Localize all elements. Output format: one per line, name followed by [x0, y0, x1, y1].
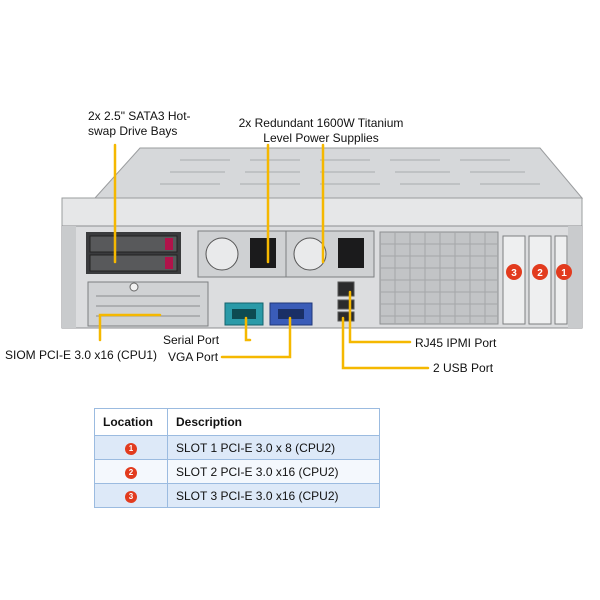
- slot-marker-icon: 3: [125, 491, 137, 503]
- table-cell-location: 3: [94, 483, 168, 508]
- callout-usb: [341, 316, 430, 370]
- slot-marker-2-text: 2: [537, 268, 543, 279]
- usb-port-label: 2 USB Port: [433, 361, 494, 375]
- slot-marker-3: 3: [506, 264, 522, 280]
- slot-marker-icon: 2: [125, 467, 137, 479]
- slot-marker-2: 2: [532, 264, 548, 280]
- drive-bay-2[interactable]: [89, 254, 178, 272]
- serial-port-label: Serial Port: [163, 333, 220, 347]
- drive-bay-2-release-icon: [165, 257, 173, 269]
- vga-port-label: VGA Port: [168, 350, 219, 364]
- psu-2-socket-icon: [338, 238, 364, 268]
- slot-marker-icon: 1: [125, 443, 137, 455]
- lid-vent-slots: [160, 159, 540, 185]
- siom-screw-icon: [129, 282, 139, 292]
- vga-port-connector-icon: [278, 309, 304, 319]
- rj45-ipmi-port-label: RJ45 IPMI Port: [415, 336, 497, 350]
- drive-bay-1[interactable]: [89, 235, 178, 253]
- usb-port-1: [337, 299, 355, 310]
- callout-siom: [98, 313, 162, 342]
- psu-1-fan-icon: [205, 237, 239, 271]
- table-cell-description: SLOT 1 PCI-E 3.0 x 8 (CPU2): [167, 435, 380, 460]
- rj45-ipmi-port: [337, 281, 355, 297]
- table-cell-description: SLOT 3 PCI-E 3.0 x16 (CPU2): [167, 483, 380, 508]
- table-row: 2 SLOT 2 PCI-E 3.0 x16 (CPU2): [94, 459, 380, 484]
- slot-marker-1-text: 1: [561, 268, 567, 279]
- siom-label: SIOM PCI-E 3.0 x16 (CPU1): [5, 348, 158, 362]
- chassis-right-rail: [568, 226, 582, 328]
- table-header-location: Location: [94, 408, 168, 436]
- callout-serial: [244, 316, 252, 342]
- table-row: 1 SLOT 1 PCI-E 3.0 x 8 (CPU2): [94, 435, 380, 460]
- table-cell-location: 1: [94, 435, 168, 460]
- pcie-slot-1-bracket: [554, 235, 568, 325]
- table-cell-description: SLOT 2 PCI-E 3.0 x16 (CPU2): [167, 459, 380, 484]
- siom-slot: [87, 281, 209, 327]
- table-cell-location: 2: [94, 459, 168, 484]
- power-supplies-label-line1: 2x Redundant 1600W Titanium: [238, 116, 404, 130]
- pcie-slot-table: Location Description 1 SLOT 1 PCI-E 3.0 …: [94, 408, 380, 508]
- psu-1-socket-icon: [250, 238, 276, 268]
- slot-marker-3-text: 3: [511, 268, 517, 279]
- chassis-left-rail: [62, 226, 76, 328]
- callout-rj45: [348, 290, 412, 344]
- power-supplies-label-line2: Level Power Supplies: [263, 131, 379, 145]
- drive-bays-label-line1: 2x 2.5" SATA3 Hot-: [88, 109, 191, 123]
- usb-port-2: [337, 311, 355, 322]
- psu-2-fan-icon: [293, 237, 327, 271]
- drive-bay-1-release-icon: [165, 238, 173, 250]
- table-header-description: Description: [167, 408, 380, 436]
- rear-vent-grid: [380, 232, 498, 324]
- rear-vent-mesh: [379, 231, 499, 325]
- drive-bays-label-line2: swap Drive Bays: [88, 124, 178, 138]
- slot-marker-1: 1: [556, 264, 572, 280]
- callout-vga: [220, 316, 292, 359]
- table-header-row: Location Description: [94, 408, 380, 436]
- serial-port-connector-icon: [232, 309, 256, 319]
- table-row: 3 SLOT 3 PCI-E 3.0 x16 (CPU2): [94, 483, 380, 508]
